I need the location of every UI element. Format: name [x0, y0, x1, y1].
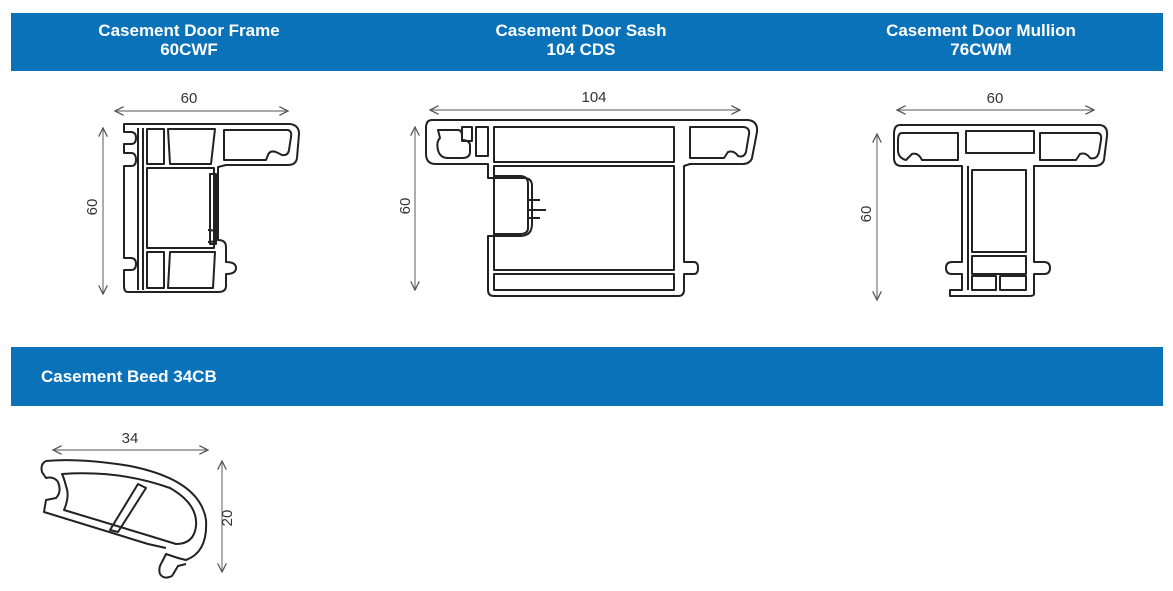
sash-width-label: 104 — [581, 89, 606, 106]
frame-height-label: 60 — [84, 199, 101, 216]
bead-width-dimension: 34 — [53, 430, 208, 450]
bead-profile: 34 20 — [40, 430, 236, 579]
frame-height-dimension: 60 — [84, 128, 103, 294]
frame-heading: Casement Door Frame 60CWF — [79, 21, 299, 59]
sash-width-dimension: 104 — [430, 89, 740, 110]
mullion-width-dimension: 60 — [897, 90, 1094, 110]
frame-code: 60CWF — [160, 40, 218, 59]
bead-section-outline — [40, 459, 208, 579]
mullion-title: Casement Door Mullion — [886, 21, 1076, 40]
sash-profile: 104 60 — [397, 89, 759, 297]
frame-section-outline — [123, 123, 300, 293]
mullion-code: 76CWM — [950, 40, 1012, 59]
sash-section-outline — [425, 119, 759, 297]
mullion-height-label: 60 — [858, 206, 875, 223]
bead-header-band: Casement Beed 34CB — [11, 347, 1163, 406]
sash-title: Casement Door Sash — [495, 21, 667, 40]
mullion-profile: 60 60 — [858, 90, 1109, 300]
mullion-width-label: 60 — [987, 90, 1004, 107]
bead-height-label: 20 — [219, 510, 236, 527]
sash-heading: Casement Door Sash 104 CDS — [456, 21, 706, 59]
frame-profile: 60 60 — [84, 90, 300, 294]
sash-code: 104 CDS — [546, 40, 616, 59]
frame-width-label: 60 — [181, 90, 198, 107]
frame-title: Casement Door Frame — [98, 21, 280, 40]
bead-title: Casement Beed 34CB — [41, 367, 217, 386]
mullion-height-dimension: 60 — [858, 134, 877, 300]
sash-height-dimension: 60 — [397, 127, 415, 290]
frame-width-dimension: 60 — [115, 90, 288, 111]
sash-height-label: 60 — [397, 198, 414, 215]
bead-width-label: 34 — [122, 430, 139, 447]
bead-height-dimension: 20 — [219, 461, 236, 572]
profile-header-band: Casement Door Frame 60CWF Casement Door … — [11, 13, 1163, 71]
mullion-section-outline — [893, 124, 1109, 297]
mullion-heading: Casement Door Mullion 76CWM — [851, 21, 1111, 59]
